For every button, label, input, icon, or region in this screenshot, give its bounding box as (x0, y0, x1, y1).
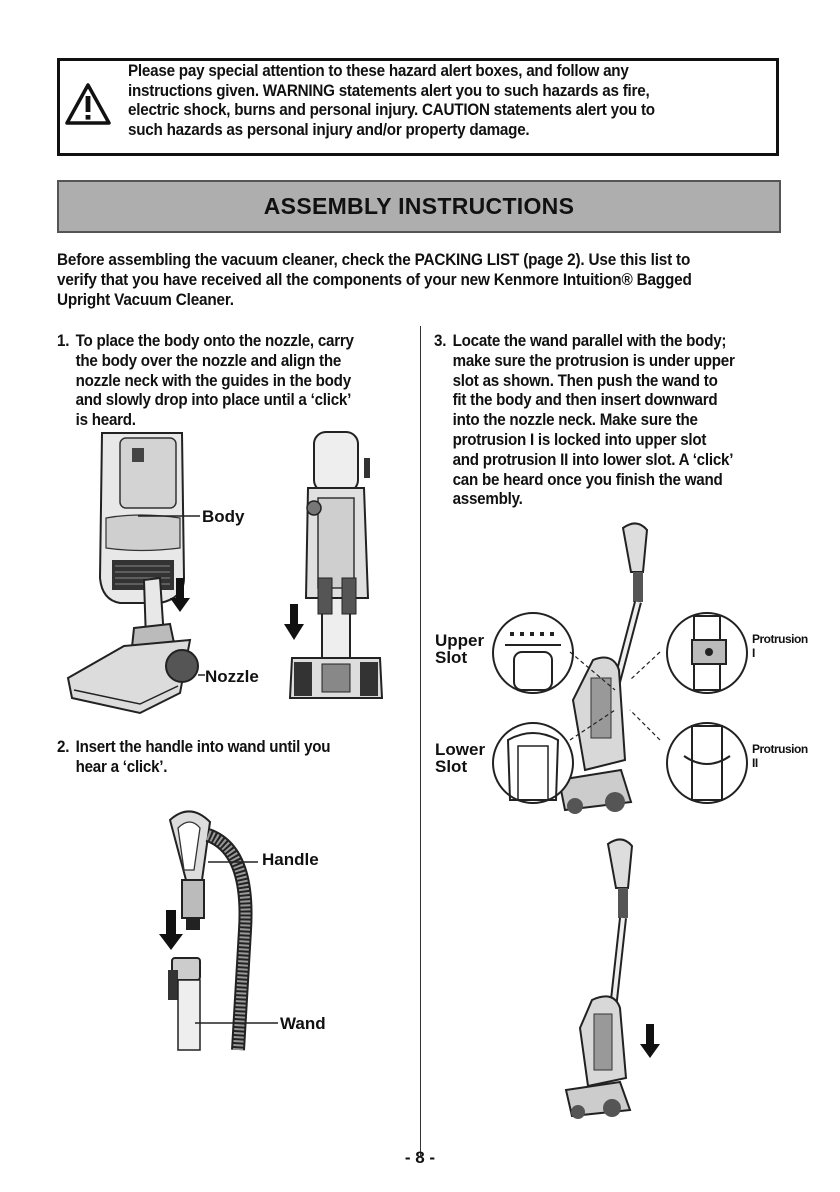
step-line: the body over the nozzle and align the (75, 351, 342, 370)
protrusion-2-detail (666, 722, 748, 804)
hazard-line: such hazards as personal injury and/or p… (128, 120, 530, 139)
label-protrusion-1: Protrusion I (752, 632, 808, 660)
intro-line: Upright Vacuum Cleaner. (57, 291, 234, 309)
step-line: fit the body and then insert downward (452, 391, 718, 410)
section-header-bar (57, 180, 781, 233)
column-divider (420, 326, 421, 1156)
step-line: assembly. (452, 490, 523, 509)
label-slot: Slot (435, 648, 468, 667)
label-upper-slot: Upper Slot (435, 632, 484, 666)
protrusion-1-detail (666, 612, 748, 694)
step-line: is heard. (75, 411, 136, 430)
wand-assembly-illustration (557, 522, 649, 814)
label-upper: Upper (435, 631, 485, 650)
detail-leader-lines (569, 651, 661, 741)
step-line: To place the body onto the nozzle, carry (75, 332, 354, 350)
hazard-alert-text: Please pay special attention to these ha… (128, 62, 730, 140)
step-line: and protrusion II into lower slot. A ‘cl… (452, 450, 734, 469)
hazard-line: Please pay special attention to these ha… (128, 62, 629, 80)
step-line: and slowly drop into place until a ‘clic… (75, 391, 352, 410)
label-wand: Wand (280, 1014, 326, 1033)
label-protrusion-2: Protrusion II (752, 742, 808, 770)
label-slot: Slot (435, 757, 468, 776)
label-body: Body (202, 507, 245, 526)
label-roman: II (752, 756, 758, 770)
label-lower: Lower (435, 740, 486, 759)
step-line: slot as shown. Then push the wand to (452, 371, 718, 390)
label-handle: Handle (262, 850, 319, 869)
label-protrusion: Protrusion (752, 632, 808, 646)
step-line: protrusion I is locked into upper slot (452, 430, 707, 449)
upper-slot-detail (492, 612, 574, 694)
step-1: 1. To place the body onto the nozzle, ca… (57, 332, 399, 431)
label-protrusion: Protrusion (752, 742, 808, 756)
hazard-line: instructions given. WARNING statements a… (128, 81, 650, 100)
step-2: 2. Insert the handle into wand until you… (57, 738, 399, 778)
step-number: 3. (434, 332, 447, 350)
hazard-alert-box (57, 58, 779, 156)
lower-slot-detail (492, 722, 574, 804)
intro-paragraph: Before assembling the vacuum cleaner, ch… (57, 250, 736, 310)
hazard-line: electric shock, burns and personal injur… (128, 101, 655, 119)
step-line: nozzle neck with the guides in the body (75, 371, 352, 390)
step-number: 1. (57, 332, 70, 350)
label-lower-slot: Lower Slot (435, 741, 485, 775)
body-nozzle-illustration (66, 432, 205, 715)
step-3: 3. Locate the wand parallel with the bod… (434, 332, 783, 510)
warning-triangle-icon (65, 83, 111, 125)
intro-line: Before assembling the vacuum cleaner, ch… (57, 251, 691, 269)
step-line: make sure the protrusion is under upper (452, 351, 735, 370)
step-line: into the nozzle neck. Make sure the (452, 411, 698, 430)
handle-wand-illustration (159, 810, 278, 1051)
label-roman: I (752, 646, 755, 660)
intro-line: verify that you have received all the co… (57, 271, 692, 289)
step-line: Insert the handle into wand until you (75, 738, 331, 756)
assembled-vacuum-illustration (564, 838, 660, 1119)
section-title: ASSEMBLY INSTRUCTIONS (263, 193, 575, 219)
page-number: - 8 - (404, 1148, 436, 1167)
label-nozzle: Nozzle (205, 667, 259, 686)
step-line: hear a ‘click’. (75, 757, 168, 776)
step-number: 2. (57, 738, 70, 756)
step-line: can be heard once you finish the wand (452, 470, 723, 489)
step-line: Locate the wand parallel with the body; (452, 332, 727, 350)
rear-view-illustration (284, 431, 384, 699)
